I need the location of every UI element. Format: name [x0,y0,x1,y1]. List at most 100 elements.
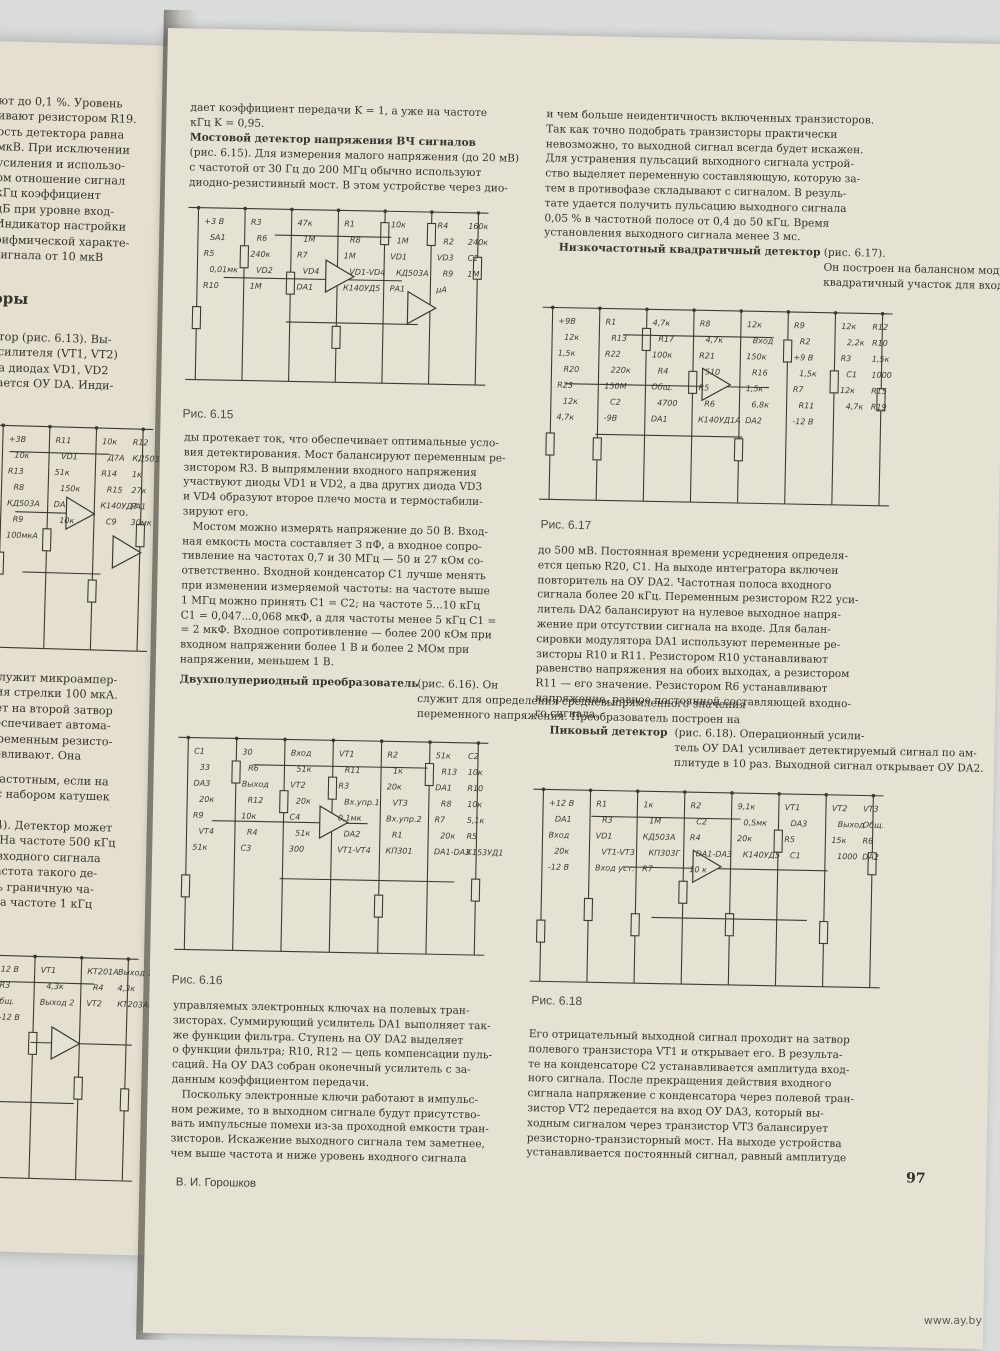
schematic-label: 240к [250,250,270,259]
schematic-label: -12 В [792,417,813,426]
schematic-label: R4 [247,828,258,837]
schematic-label: VD1-VD4 [349,268,385,278]
resistor [426,222,437,247]
wire [831,312,837,505]
schematic-label: DA1-DA3 [696,849,733,859]
left-page-paragraph-2: атор (рис. 6.13). Вы-усилителя (VT1, VT2… [0,329,118,394]
schematic-label: R21 [699,351,715,360]
wire [564,383,770,389]
supply-rail [0,424,154,431]
left-page-paragraph-4: гочастотным, если наль с набором катушек [0,771,110,805]
supply-rail [533,788,884,797]
junction-dot [79,955,84,960]
schematic-label: 20к [440,831,455,840]
col2-mid-text-2: (рис. 6.18). Операционный усили-тель ОУ … [674,726,984,776]
schematic-label: R6 [862,836,873,845]
schematic-label: 4,7к [557,413,575,422]
schematic-label: C2 [696,817,707,826]
schematic-label: R23 [557,381,573,390]
schematic-label: Общ. [0,996,15,1006]
schematic-label: КТ201А [87,967,119,977]
schematic-label: R19 [871,403,887,412]
schematic-label: 1000 [871,371,892,380]
schematic-label: 300 [289,844,304,853]
junction-dot [880,311,885,316]
wire [285,321,418,326]
schematic-label: 15к [831,836,846,845]
resistor [733,438,744,462]
schematic-label: R11 [55,436,71,445]
schematic-label: 20к [296,797,311,806]
schematic-label: 1к [643,800,653,809]
schematic-label: R8 [350,236,361,245]
schematic-label: КТ203А [117,1000,149,1010]
schematic-label: VT1 [785,803,801,812]
schematic-label: 10 к [689,865,707,874]
schematic-label: R3 [841,354,852,363]
schematic-label: 1к [132,470,142,479]
junction-dot [550,305,555,310]
schematic-label: R2 [800,337,811,346]
schematic-label: 51к [192,843,207,852]
schematic-label: Вход [548,830,569,839]
wire [689,310,695,503]
schematic-label: R2 [691,801,702,810]
resistor [135,524,146,548]
schematic-label: 1М [467,270,479,279]
op-amp-symbol [111,534,142,569]
resistor [535,919,546,943]
wire [633,791,639,984]
schematic-label: 12к [841,322,856,331]
resistor [285,271,296,295]
text-line: квадратичный участок для входного напряж… [823,276,1000,293]
right-page: дает коэффициент передачи K = 1, а уже н… [142,28,1000,1349]
resistor [592,437,602,461]
schematic-label: 33 [200,763,210,772]
schematic-label: DA1 [555,815,572,824]
schematic-label: R16 [752,368,768,377]
schematic-label: DA1-DA3 [434,847,471,857]
schematic-label: μА [435,285,447,294]
schematic-label: 160к [468,222,488,231]
schematic-label: 1М [397,236,409,245]
schematic-label: VT1 [41,966,57,975]
schematic-label: VD1 [596,831,613,840]
ground-rail [529,980,880,989]
schematic-label: R22 [605,349,621,358]
schematic-label: 30 [242,748,252,757]
junction-dot [645,307,649,312]
wire [280,739,286,952]
schematic-label: R8 [441,799,452,808]
schematic-label: 150к [746,352,766,361]
resistor [630,913,640,937]
resistor [331,325,341,349]
figure-6-16-caption: Рис. 6.16 [171,972,223,988]
junction-dot [331,738,336,743]
resistor [239,245,250,269]
resistor [583,897,594,922]
resistor [687,370,698,395]
wire [334,210,340,383]
wire [595,433,743,438]
schematic-label: 1000 [837,852,858,861]
col2-mid-text: до 500 мВ. Постоянная времени усреднения… [535,543,860,727]
schematic-label: Вх.упр.2 [386,814,422,824]
wire [591,815,741,820]
schematic-label: R6 [257,234,268,243]
schematic-label: Вход [291,748,312,757]
schematic-label: R9 [193,811,204,820]
resistor [73,1076,83,1100]
wire [0,1100,74,1105]
schematic-label: Выход [838,820,866,830]
junction-dot [777,792,781,796]
junction-dot [94,426,99,430]
schematic-label: К140УД5 [343,283,380,293]
schematic-label: -12 В [548,862,569,871]
schematic-label: 51к [296,765,311,774]
schematic-label: R2 [387,750,398,759]
schematic-label: 6,8к [751,400,769,409]
schematic-label: 0,1мк [338,813,362,822]
schematic-label: R7 [434,815,446,824]
